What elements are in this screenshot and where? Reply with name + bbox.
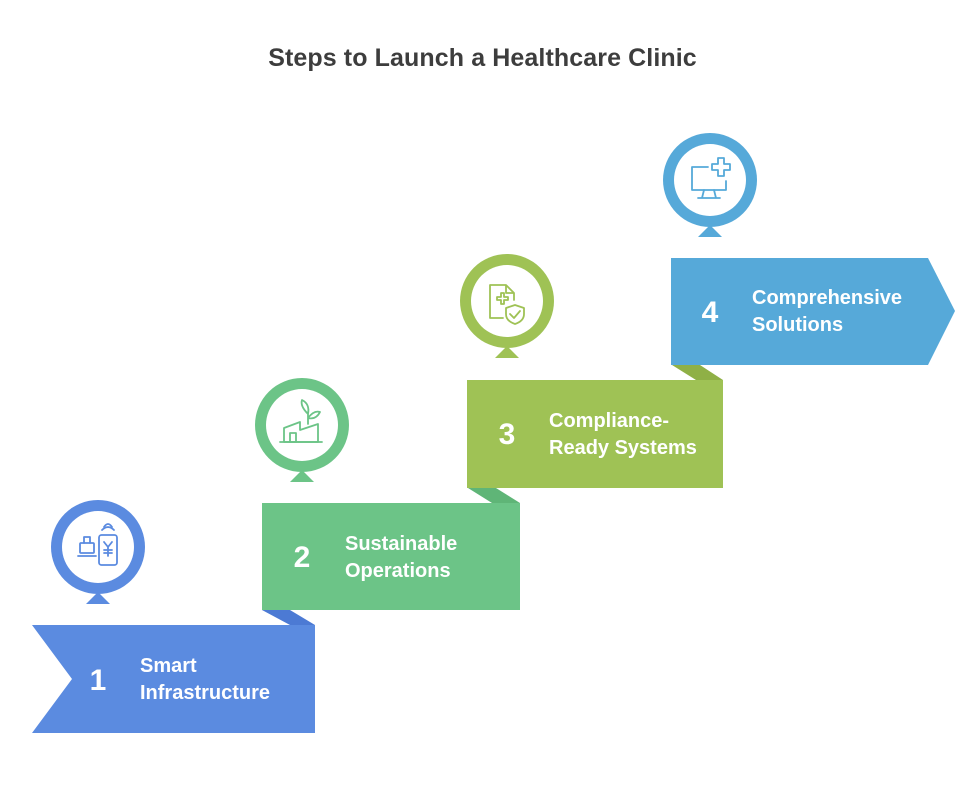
step-3-number: 3: [499, 418, 516, 451]
step-4-label-line2: Solutions: [752, 314, 843, 336]
step-3-banner: [467, 380, 723, 488]
step-3-pin: [460, 254, 554, 358]
step-1-pin: [51, 500, 145, 604]
medical-shield-document-icon: [489, 284, 525, 325]
medical-monitor-icon: [691, 157, 731, 199]
step-1-label-line1: Smart: [140, 655, 197, 677]
step-2-label-line2: Operations: [345, 560, 451, 582]
smart-device-icon: [77, 523, 118, 566]
step-4: 4 Comprehensive Solutions: [663, 133, 955, 365]
step-2-banner: [262, 503, 520, 610]
diagram-title: Steps to Launch a Healthcare Clinic: [268, 44, 697, 72]
step-4-banner: [671, 258, 955, 365]
step-4-number: 4: [702, 296, 719, 329]
step-1: 1 Smart Infrastructure: [32, 500, 315, 733]
connector-1-2: [262, 610, 315, 625]
step-2: 2 Sustainable Operations: [255, 378, 520, 610]
connector-3-4: [672, 365, 723, 380]
step-2-number: 2: [294, 541, 311, 574]
step-1-banner: [32, 625, 315, 733]
step-2-label-line1: Sustainable: [345, 533, 457, 555]
step-3-label-line2: Ready Systems: [549, 437, 697, 459]
step-3-label-line1: Compliance-: [549, 410, 669, 432]
step-4-pin: [663, 133, 757, 237]
step-4-label-line1: Comprehensive: [752, 287, 902, 309]
step-3: 3 Compliance- Ready Systems: [460, 254, 723, 488]
step-1-number: 1: [90, 664, 107, 697]
connector-2-3: [468, 488, 520, 503]
step-1-label-line2: Infrastructure: [140, 682, 270, 704]
step-2-pin: [255, 378, 349, 482]
eco-building-icon: [279, 399, 323, 443]
